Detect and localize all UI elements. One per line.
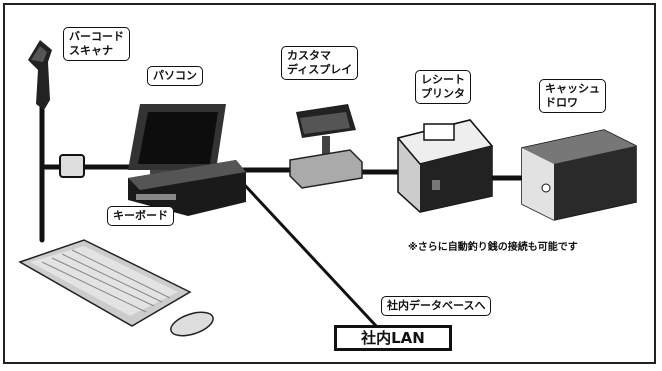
usb-hub-icon: [59, 154, 85, 178]
label-receipt-printer: レシート プリンタ: [415, 70, 471, 104]
barcode-scanner-icon: [28, 40, 52, 110]
customer-display-icon: [289, 104, 363, 189]
diagram-frame: [3, 3, 656, 364]
label-barcode-scanner: バーコード スキャナ: [63, 27, 130, 61]
lan-cable: [238, 178, 380, 330]
label-customer-display: カスタマ ディスプレイ: [281, 46, 359, 80]
keyboard-icon: [18, 239, 192, 327]
label-keyboard: キーボード: [107, 206, 174, 226]
label-database: 社内データベースへ: [381, 296, 492, 316]
label-cash-drawer: キャッシュ ドロワ: [539, 79, 606, 113]
label-pc: パソコン: [147, 66, 203, 86]
pc-icon: [128, 104, 246, 216]
lan-box: 社内LAN: [334, 325, 452, 351]
mouse-icon: [170, 311, 214, 337]
receipt-printer-icon: [396, 119, 494, 213]
cash-drawer-icon: [521, 129, 637, 221]
automatic-change-note: ※さらに自動釣り銭の接続も可能です: [408, 242, 578, 253]
